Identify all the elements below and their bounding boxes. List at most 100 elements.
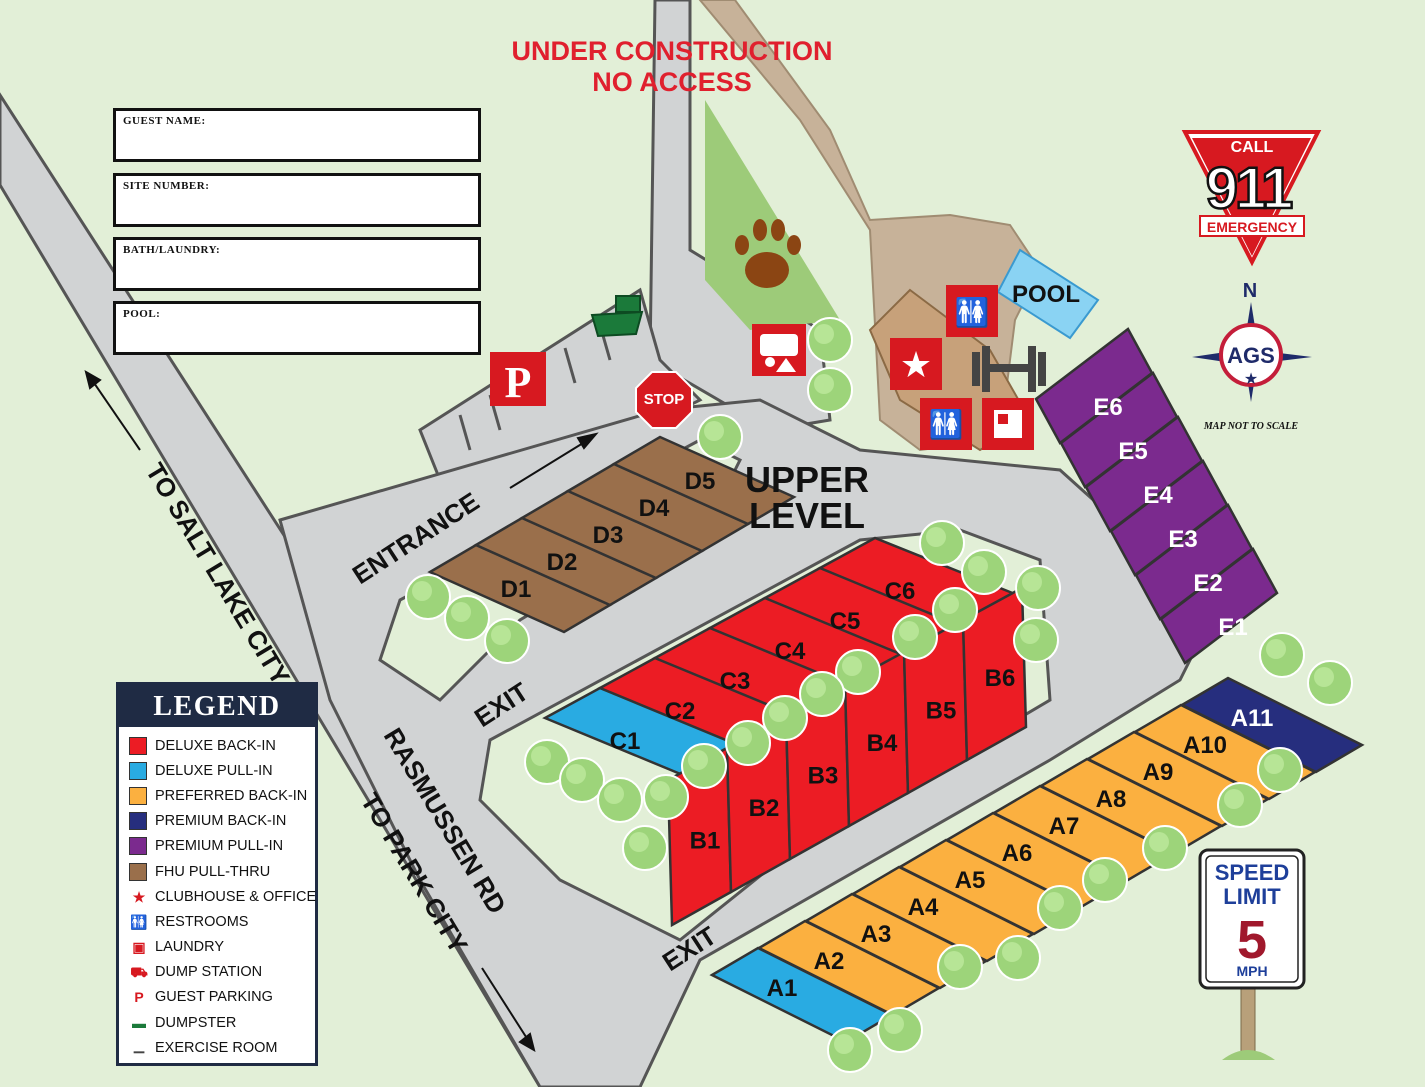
site-label: A2 [814, 948, 845, 975]
site-label: A7 [1049, 813, 1080, 840]
site-d2[interactable]: D2 [473, 516, 659, 607]
tree-icon [643, 774, 689, 820]
site-e4[interactable]: E4 [1084, 415, 1204, 533]
tree-icon [995, 935, 1041, 981]
speed-line2: LIMIT [1223, 884, 1281, 909]
speed-line1: SPEED [1215, 860, 1290, 885]
upper-level-label-2: LEVEL [749, 495, 865, 536]
legend-item-label: GUEST PARKING [155, 989, 273, 1006]
tree-icon [1259, 632, 1305, 678]
site-label: B6 [985, 665, 1016, 692]
legend-item: ▣LAUNDRY [119, 935, 315, 960]
tree-icon [1217, 782, 1263, 828]
site-label: C1 [610, 728, 641, 755]
bath-laundry-field[interactable]: BATH/LAUNDRY: [113, 237, 481, 291]
compass-brand: AGS [1227, 343, 1275, 368]
site-label: D5 [685, 468, 716, 495]
legend-item-label: PREMIUM BACK-IN [155, 813, 287, 830]
site-label: E5 [1118, 438, 1147, 465]
site-e6[interactable]: E6 [1034, 327, 1154, 445]
tree-icon [1082, 857, 1128, 903]
site-label: D2 [547, 549, 578, 576]
legend-item: PREFERRED BACK-IN [119, 783, 315, 808]
speed-limit-sign: SPEED LIMIT 5 MPH [1198, 848, 1306, 1060]
tree-icon [1037, 885, 1083, 931]
tree-icon [1013, 617, 1059, 663]
legend-item-label: CLUBHOUSE & OFFICE [155, 888, 317, 905]
site-e5[interactable]: E5 [1059, 371, 1179, 489]
legend-swatch [129, 837, 147, 856]
tree-icon [799, 671, 845, 717]
tree-icon [559, 757, 605, 803]
site-label: D1 [501, 576, 532, 603]
svg-text:P: P [505, 358, 532, 407]
legend-item-label: RESTROOMS [155, 913, 249, 930]
tree-icon [835, 649, 881, 695]
site-a4[interactable]: A4 [850, 865, 1036, 963]
site-b6[interactable]: B6 [961, 585, 1028, 763]
paw-icon [735, 219, 801, 288]
legend-swatch [129, 862, 147, 881]
dumbbell-icon: ⚊ [132, 1039, 146, 1056]
legend-swatch [129, 786, 147, 805]
upper-level-label-1: UPPER [745, 459, 869, 500]
legend-item: DELUXE PULL-IN [119, 758, 315, 783]
legend-item-label: DUMP STATION [155, 964, 263, 981]
guest-name-label: GUEST NAME: [123, 115, 206, 127]
legend-item-label: PREMIUM PULL-IN [155, 838, 284, 855]
svg-text:★: ★ [1244, 371, 1258, 388]
dumpster-icon: ▬ [132, 1014, 146, 1031]
tree-icon [919, 520, 965, 566]
site-label: E4 [1143, 482, 1173, 509]
stop-label: STOP [644, 391, 685, 408]
site-b5[interactable]: B5 [902, 617, 969, 796]
svg-text:★: ★ [900, 344, 932, 385]
dumpster-icon [590, 295, 644, 338]
legend-swatch [129, 812, 147, 831]
compass-north: N [1243, 280, 1257, 302]
pool-field[interactable]: POOL: [113, 301, 481, 355]
site-a11[interactable]: A11 [1179, 676, 1365, 774]
dumbbell-icon [972, 346, 1046, 392]
legend-swatch [129, 761, 147, 780]
site-label: A1 [767, 975, 798, 1002]
emergency-call: CALL [1231, 139, 1274, 156]
site-d5[interactable]: D5 [611, 435, 797, 526]
tree-icon [827, 1027, 873, 1073]
restroom-icon: 🚻 [130, 913, 148, 930]
site-label: C6 [885, 578, 916, 605]
dump-station-icon: ⛟ [130, 964, 148, 981]
tree-icon [697, 414, 743, 460]
emergency-911-badge: CALL 911 EMERGENCY [1181, 130, 1322, 267]
guest-name-field[interactable]: GUEST NAME: [113, 108, 481, 162]
legend-swatch [129, 736, 147, 755]
site-label: C3 [720, 668, 751, 695]
tree-icon [444, 595, 490, 641]
legend-item-label: DUMPSTER [155, 1014, 237, 1031]
site-label: C2 [665, 698, 696, 725]
site-e2[interactable]: E2 [1134, 503, 1254, 621]
arrow-to-park-city [481, 967, 536, 1053]
site-label: E3 [1168, 526, 1197, 553]
star-icon: ★ [132, 888, 146, 905]
site-label: A3 [861, 921, 892, 948]
site-number-field[interactable]: SITE NUMBER: [113, 173, 481, 227]
site-label: B5 [926, 698, 957, 725]
site-e3[interactable]: E3 [1109, 459, 1229, 577]
svg-text:🚻: 🚻 [929, 408, 964, 441]
tree-icon [1257, 747, 1303, 793]
arrow-to-salt-lake [84, 369, 141, 451]
site-label: B2 [749, 795, 780, 822]
legend-item: ★ CLUBHOUSE & OFFICE [119, 884, 317, 909]
site-a2[interactable]: A2 [756, 919, 942, 1017]
tree-icon [1142, 825, 1188, 871]
trees [405, 317, 1353, 1073]
pool-form-label: POOL: [123, 308, 161, 320]
emergency-number: 911 [1206, 156, 1292, 221]
site-label: C4 [775, 638, 806, 665]
tree-icon [961, 549, 1007, 595]
legend-item: ⚊EXERCISE ROOM [119, 1035, 315, 1060]
arrow-entrance [509, 432, 599, 489]
legend-item-label: DELUXE BACK-IN [155, 737, 276, 754]
